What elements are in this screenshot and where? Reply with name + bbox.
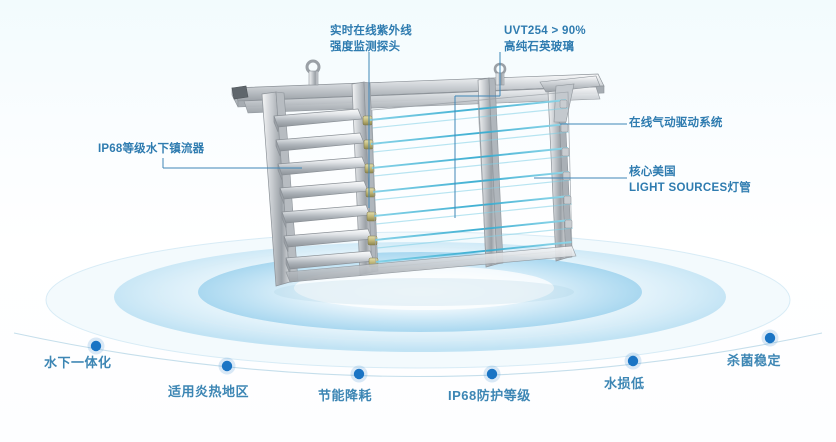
center-post <box>477 77 504 268</box>
callout-core-lamp: 核心美国 LIGHT SOURCES灯管 <box>629 165 751 196</box>
feature-label-4: 水损低 <box>604 376 645 391</box>
lamp-sockets-right <box>559 99 573 229</box>
callout-lightsources-line2: LIGHT SOURCES灯管 <box>629 181 752 194</box>
feature-label-2: 节能降耗 <box>318 388 373 403</box>
ballast-bars <box>273 108 375 275</box>
callout-quartz-line2: 高纯石英玻璃 <box>504 40 575 53</box>
callout-lightsources-line1: 核心美国 <box>629 166 676 178</box>
callout-probe-line2: 强度监测探头 <box>330 40 401 53</box>
uv-lamp-tubes <box>369 99 573 263</box>
feature-dot-3 <box>486 368 498 380</box>
callout-ballast-line1: IP68等级水下镇流器 <box>98 143 205 155</box>
feature-label-0: 水下一体化 <box>44 355 112 370</box>
feature-dot-4 <box>627 355 639 367</box>
feature-dot-2 <box>353 368 365 380</box>
feature-dot-5 <box>764 332 776 344</box>
callout-quartz-glass: UVT254 > 90% 高纯石英玻璃 <box>504 24 586 55</box>
feature-arc-path <box>13 332 823 377</box>
feature-label-5: 杀菌稳定 <box>727 353 782 368</box>
callout-pneumatic-drive-system: 在线气动驱动系统 <box>629 116 723 132</box>
feature-dot-1 <box>221 360 233 372</box>
feature-dots <box>87 329 779 383</box>
feature-dot-0 <box>90 340 102 352</box>
callout-pneumatic-line1: 在线气动驱动系统 <box>629 117 723 129</box>
callout-underwater-ballast: IP68等级水下镇流器 <box>98 142 204 158</box>
callout-uv-intensity-probe: 实时在线紫外线 强度监测探头 <box>330 24 412 55</box>
callout-probe-line1: 实时在线紫外线 <box>330 25 412 37</box>
uv-lamp-tubes-rear <box>371 107 574 249</box>
bottom-rail <box>285 245 577 283</box>
feature-label-3: IP68防护等级 <box>448 388 531 403</box>
feature-label-1: 适用炎热地区 <box>168 384 250 399</box>
callout-quartz-line1: UVT254 > 90% <box>504 25 586 37</box>
